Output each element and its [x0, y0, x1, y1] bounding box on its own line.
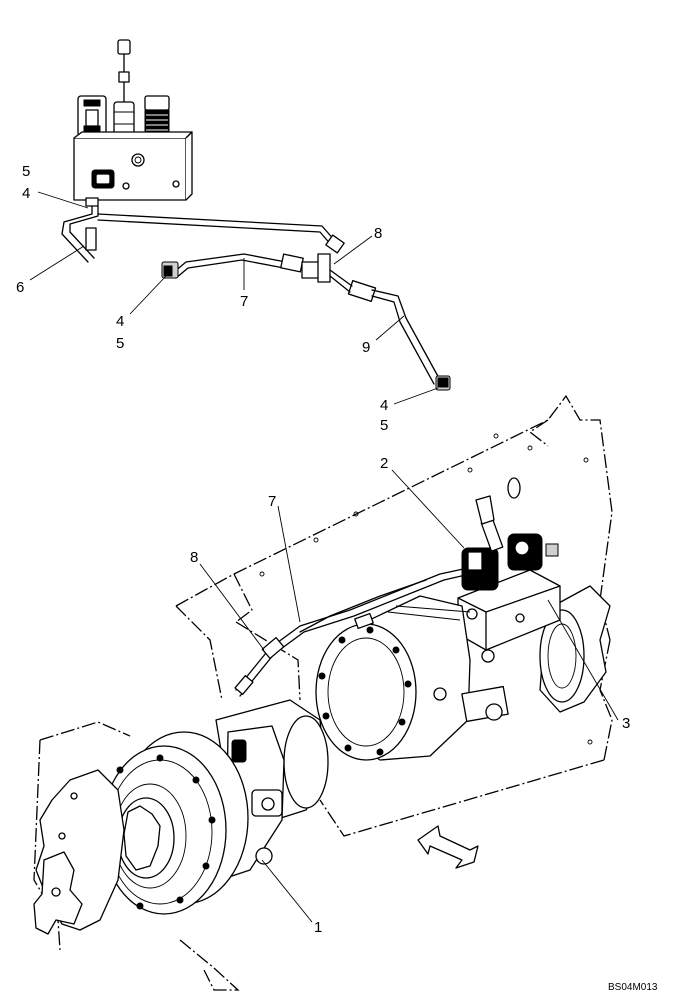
valve-assembly — [61, 39, 451, 391]
callout-8-lower: 8 — [190, 549, 198, 566]
callout-5-mid: 5 — [116, 335, 124, 352]
valve-block — [73, 131, 193, 207]
callout-7-upper: 7 — [240, 293, 248, 310]
motor-valve-block — [457, 495, 561, 651]
solenoid-valve — [113, 39, 135, 139]
tube-upper — [61, 205, 345, 263]
callout-9: 9 — [362, 339, 370, 356]
callout-3: 3 — [622, 715, 630, 732]
callouts: 5 4 6 4 5 7 8 9 4 5 2 7 8 3 1 — [16, 163, 630, 936]
tube-tee — [161, 253, 451, 391]
motor-cover — [315, 623, 417, 761]
callout-4-mid: 4 — [116, 313, 124, 330]
callout-1: 1 — [314, 919, 322, 936]
callout-7-lower: 7 — [268, 493, 276, 510]
leader-lines — [29, 191, 619, 923]
callout-5-right: 5 — [380, 417, 388, 434]
drive-assembly — [33, 394, 613, 991]
callout-4-upper-left: 4 — [22, 185, 30, 202]
direction-arrow-icon — [417, 825, 479, 869]
callout-5-upper-left: 5 — [22, 163, 30, 180]
drive-hub — [96, 731, 249, 915]
callout-2: 2 — [380, 455, 388, 472]
front-sprocket — [33, 769, 125, 935]
pressure-sensor — [144, 95, 170, 137]
callout-8-upper: 8 — [374, 225, 382, 242]
motor-tube — [234, 567, 471, 697]
electrical-connector — [77, 95, 107, 137]
drawing-code: BS04M013 — [608, 982, 658, 993]
callout-4-right: 4 — [380, 397, 388, 414]
callout-6: 6 — [16, 279, 24, 296]
